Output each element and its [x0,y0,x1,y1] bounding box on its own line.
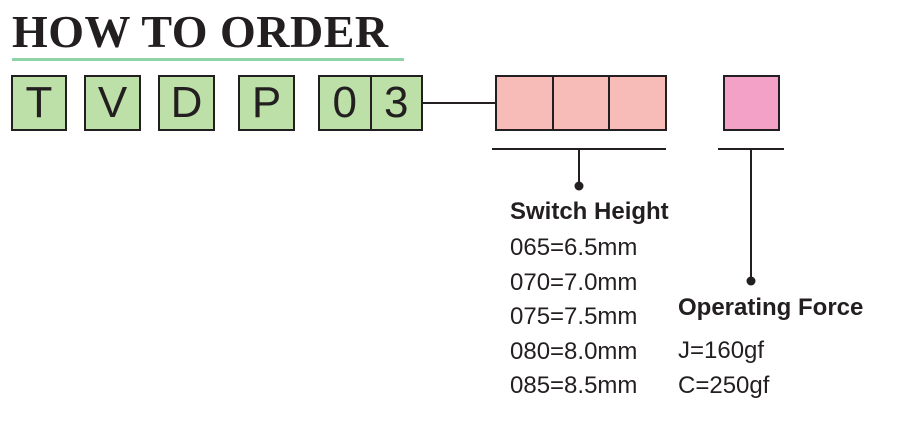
code-digit: 3 [369,77,422,129]
operating-force-dot [746,276,756,286]
code-box-d: D [158,75,215,131]
code-letter: T [25,78,53,127]
switch-height-option: 075=7.5mm [510,303,638,330]
switch-height-option: 065=6.5mm [510,234,638,261]
switch-height-option: 080=8.0mm [510,337,638,365]
switch-height-cell [497,77,552,129]
page-title: HOW TO ORDER [12,6,389,57]
operating-force-option: J=160gf [678,337,765,364]
code-box-number: 0 3 [318,75,423,131]
code-digit: 0 [332,78,357,127]
title-underline [12,58,404,61]
switch-height-option: 085=8.5mm [510,372,638,399]
code-box-t: T [11,75,67,131]
operating-force-options: J=160gf C=250gf [678,334,769,403]
operating-force-title: Operating Force [678,294,864,321]
operating-force-option: C=250gf [678,371,770,399]
switch-height-cell [551,77,609,129]
switch-height-options: 065=6.5mm 070=7.0mm 075=7.5mm 080=8.0mm … [510,231,637,404]
switch-height-dot [574,181,584,191]
code-box-p: P [238,75,295,131]
code-box-v: V [84,75,141,131]
operating-force-code-box [723,75,780,131]
code-letter: V [97,78,128,127]
code-letter: P [251,78,282,127]
code-letter: D [170,78,203,127]
switch-height-code-box [495,75,667,131]
switch-height-title: Switch Height [510,198,669,225]
switch-height-option: 070=7.0mm [510,268,638,296]
switch-height-cell [608,77,666,129]
operating-force-cell [725,77,778,129]
